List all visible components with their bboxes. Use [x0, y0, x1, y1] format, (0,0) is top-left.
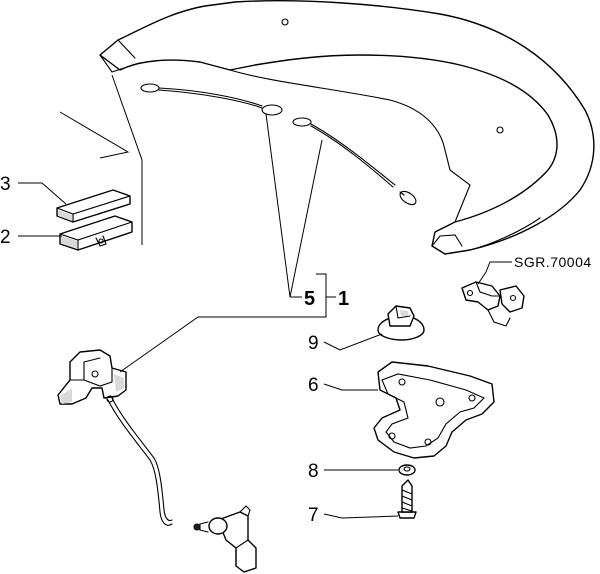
part-2-plate [59, 215, 133, 251]
callout-5: 5 [304, 288, 315, 310]
reference-code: SGR.70004 [514, 254, 592, 270]
cable-pair [140, 83, 417, 206]
callout-9: 9 [308, 333, 319, 354]
leader-lines [18, 113, 512, 519]
callout-6: 6 [308, 375, 319, 396]
callout-7: 7 [308, 505, 319, 526]
panel-edge-line-2 [59, 111, 130, 159]
part-7-screw [397, 479, 417, 519]
callout-1: 1 [338, 288, 349, 310]
hinge-bracket [461, 281, 525, 327]
part-8-washer [398, 464, 416, 476]
panel-edge-line [111, 74, 143, 245]
callout-2: 2 [0, 227, 11, 248]
release-rod [106, 395, 173, 526]
callout-3: 3 [0, 174, 11, 195]
part-9-clip [377, 305, 425, 341]
tonneau-cover [99, 0, 595, 255]
lock-actuator-bracket [193, 505, 257, 573]
part-3-plate [56, 189, 131, 223]
part-6-tray [373, 361, 495, 459]
latch-hook [57, 349, 127, 405]
callout-8: 8 [308, 461, 319, 482]
